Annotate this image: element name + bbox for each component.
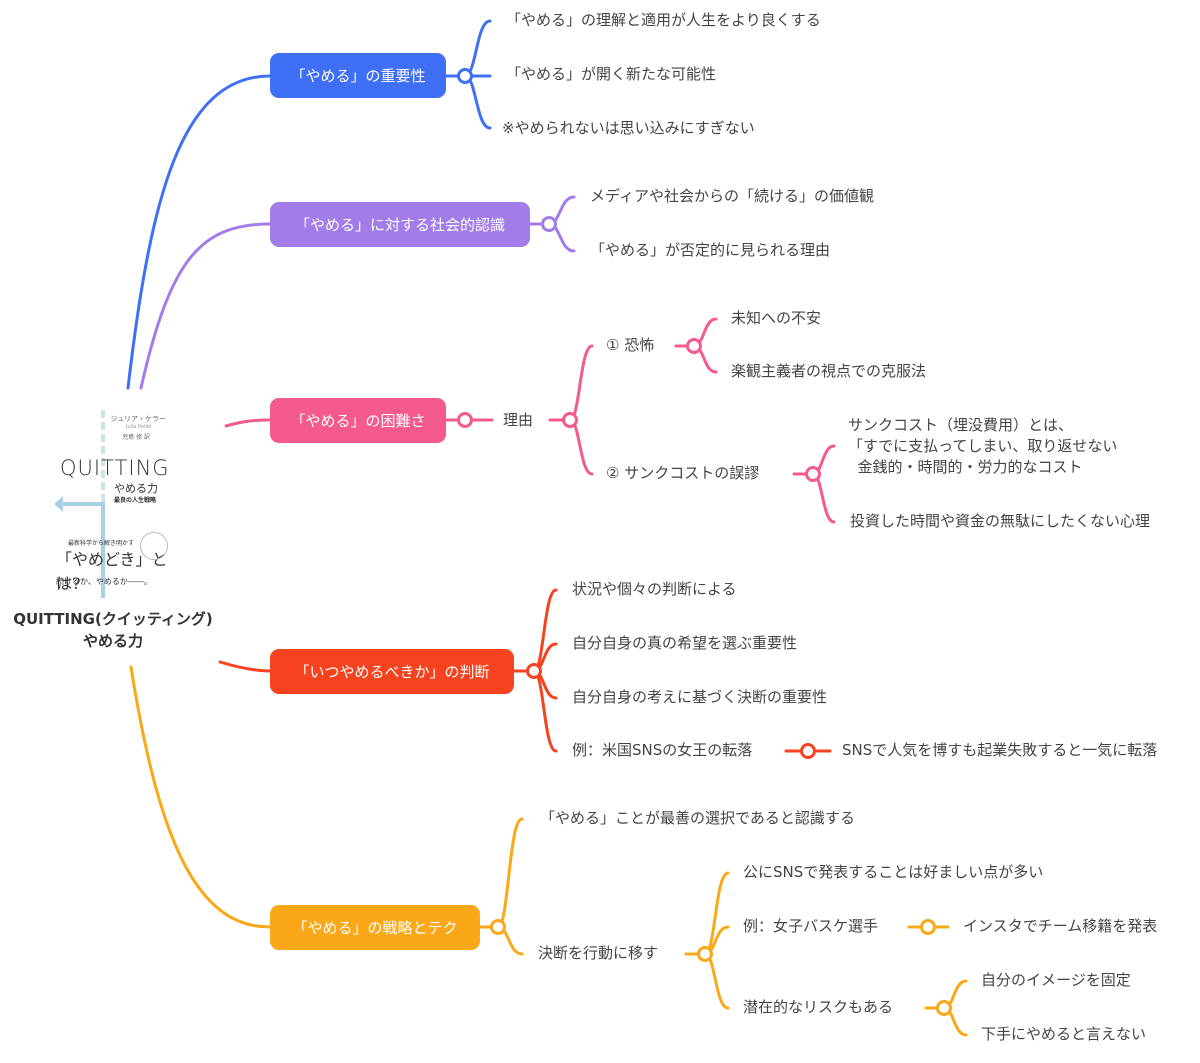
collapse-toggle-icon[interactable] [490,919,506,935]
central-topic[interactable]: QUITTING(クイッティング) やめる力 [0,608,226,652]
subtopic[interactable]: SNSで人気を博すも起業失敗すると一気に転落 [842,741,1158,759]
topic-difficulty[interactable]: 「やめる」の困難さ [270,398,446,443]
subtopic[interactable]: 投資した時間や資金の無駄にしたくない心理 [850,512,1151,530]
branch-connector [463,74,492,130]
subtopic-sunk-cost[interactable]: ② サンクコストの誤謬 [606,464,760,482]
root-connector-social [139,222,272,390]
subtopic[interactable]: 下手にやめると言えない [981,1025,1147,1043]
subtopic[interactable]: 「やめる」が否定的に見られる理由 [590,241,831,259]
topic-strategy-label: 「やめる」の戦略とテク [292,919,458,937]
subtopic[interactable]: メディアや社会からの「続ける」の価値観 [590,187,874,205]
cover-translator: 児島 修 訳 [122,434,150,441]
cover-title-en: QUITTING [60,456,170,480]
root-connector-when [218,660,272,673]
cover-subtitle: 最良の人生戦略 [114,497,157,504]
subtopic[interactable]: 「やめる」が開く新たな可能性 [506,65,717,83]
collapse-toggle-icon[interactable] [541,216,557,232]
collapse-toggle-icon[interactable] [562,412,578,428]
cover-badge [140,532,168,560]
cover-title-jp: やめる力 [114,482,158,495]
topic-social-recognition-label: 「やめる」に対する社会的認識 [294,216,505,234]
branch-connector [568,344,594,422]
root-connector-difficulty [224,418,272,428]
branch-connector [568,418,594,476]
branch-connector [463,19,492,78]
subtopic-example[interactable]: 例：女子バスケ選手 [743,917,879,935]
root-connector-strategy [129,665,272,929]
subtopic[interactable]: 「やめる」の理解と適用が人生をより良くする [506,11,821,29]
subtopic[interactable]: 未知への不安 [731,309,822,327]
topic-importance[interactable]: 「やめる」の重要性 [270,53,446,98]
subtopic[interactable]: ※やめられないは思い込みにすぎない [502,119,755,137]
topic-difficulty-label: 「やめる」の困難さ [290,412,426,430]
collapse-toggle-icon[interactable] [697,946,713,962]
cover-tagline: 最新科学から解き明かす [68,540,135,547]
subtopic[interactable]: 楽観主義者の視点での克服法 [731,362,927,380]
cover-author-en: Julia Keller [125,424,152,430]
cover-arrow-stem [101,502,105,598]
topic-social-recognition[interactable]: 「やめる」に対する社会的認識 [270,202,530,247]
cover-catchphrase: 「やめどき」とは? [56,550,168,593]
subtopic[interactable]: インスタでチーム移籍を発表 [963,917,1158,935]
cover-arrow-left-icon [54,496,63,512]
subtopic-action[interactable]: 決断を行動に移す [538,944,659,962]
subtopic[interactable]: 自分自身の考えに基づく決断の重要性 [572,688,828,706]
cover-author: ジュリア・ケラー [110,415,166,423]
collapse-toggle-icon[interactable] [526,663,542,679]
subtopic[interactable]: サンクコスト（埋没費用）とは、 「すでに支払ってしまい、取り返せない 金銭的・時… [848,416,1118,476]
branch-connector [703,952,730,1010]
subtopic[interactable]: 公にSNSで発表することは好ましい点が多い [743,863,1044,881]
subtopic[interactable]: 「やめる」ことが最善の選択であると認識する [540,809,855,827]
subtopic-risk[interactable]: 潜在的なリスクもある [743,998,894,1016]
collapse-toggle-icon[interactable] [457,412,473,428]
book-cover-image: ジュリア・ケラー Julia Keller 児島 修 訳 QUITTING やめ… [54,410,172,598]
cover-catchphrase-2: 続けるか、やめるか――。 [56,577,152,586]
subtopic-fear[interactable]: ① 恐怖 [606,336,655,354]
collapse-toggle-icon[interactable] [686,338,702,354]
collapse-toggle-icon[interactable] [920,919,936,935]
subtopic[interactable]: 状況や個々の判断による [572,580,737,598]
collapse-toggle-icon[interactable] [457,68,473,84]
collapse-toggle-icon[interactable] [800,743,816,759]
topic-importance-label: 「やめる」の重要性 [290,67,426,85]
topic-when-to-quit[interactable]: 「いつやめるべきか」の判断 [270,649,514,694]
subtopic[interactable]: 自分のイメージを固定 [981,971,1131,989]
cover-arrow-bar [62,502,105,506]
collapse-toggle-icon[interactable] [936,1000,952,1016]
collapse-toggle-icon[interactable] [805,466,821,482]
subtopic-example[interactable]: 例：米国SNSの女王の転落 [572,741,753,759]
topic-strategy[interactable]: 「やめる」の戦略とテク [270,905,480,950]
root-connector-importance [126,74,272,390]
subtopic-reason[interactable]: 理由 [503,411,534,429]
central-topic-line2: やめる力 [82,632,143,650]
subtopic[interactable]: 自分自身の真の希望を選ぶ重要性 [572,634,798,652]
branch-connector [496,817,524,929]
central-topic-line1: QUITTING(クイッティング) [13,610,213,628]
topic-when-to-quit-label: 「いつやめるべきか」の判断 [294,663,490,681]
